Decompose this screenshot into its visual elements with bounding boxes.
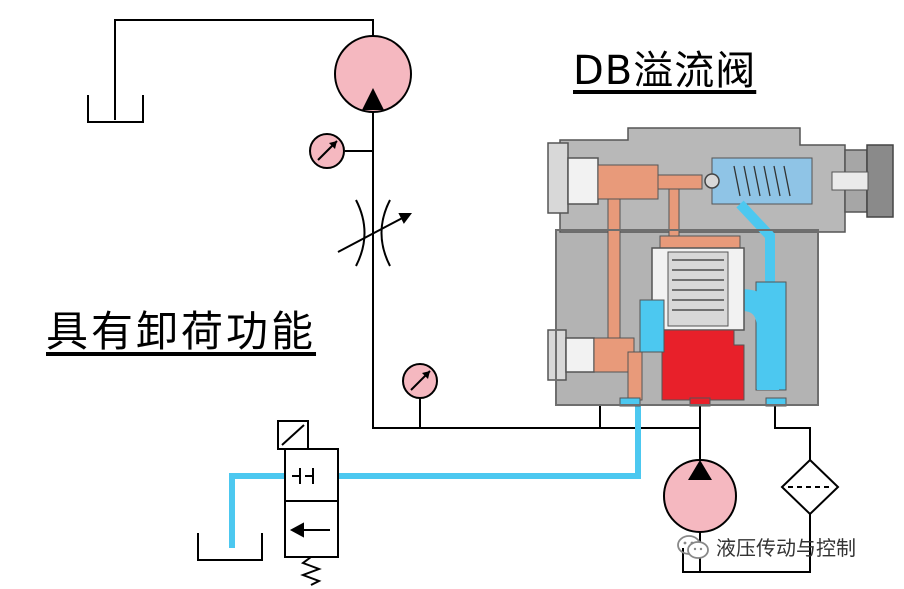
relief-valve-section — [547, 127, 894, 407]
top-tank-icon — [87, 95, 144, 123]
suction-line — [682, 514, 811, 573]
tank-return-line — [114, 19, 374, 120]
solenoid-valve-icon — [277, 420, 339, 586]
main-pump-icon — [663, 459, 737, 533]
watermark: 液压传动与控制 — [676, 532, 856, 561]
function-label: 具有卸荷功能 — [46, 307, 317, 356]
top-pump-icon — [334, 35, 412, 113]
watermark-text: 液压传动与控制 — [716, 536, 856, 560]
bottom-tank-icon — [197, 533, 263, 561]
filter-icon — [780, 458, 840, 516]
unload-line — [229, 400, 641, 548]
pressure-gauge-icon — [402, 363, 438, 399]
return-line — [774, 405, 811, 460]
pilot-line — [372, 112, 700, 429]
wechat-icon — [676, 534, 710, 560]
page-title: DB溢流阀 — [573, 48, 757, 94]
pressure-gauge-icon — [309, 133, 345, 169]
throttle-valve-icon — [337, 199, 412, 267]
